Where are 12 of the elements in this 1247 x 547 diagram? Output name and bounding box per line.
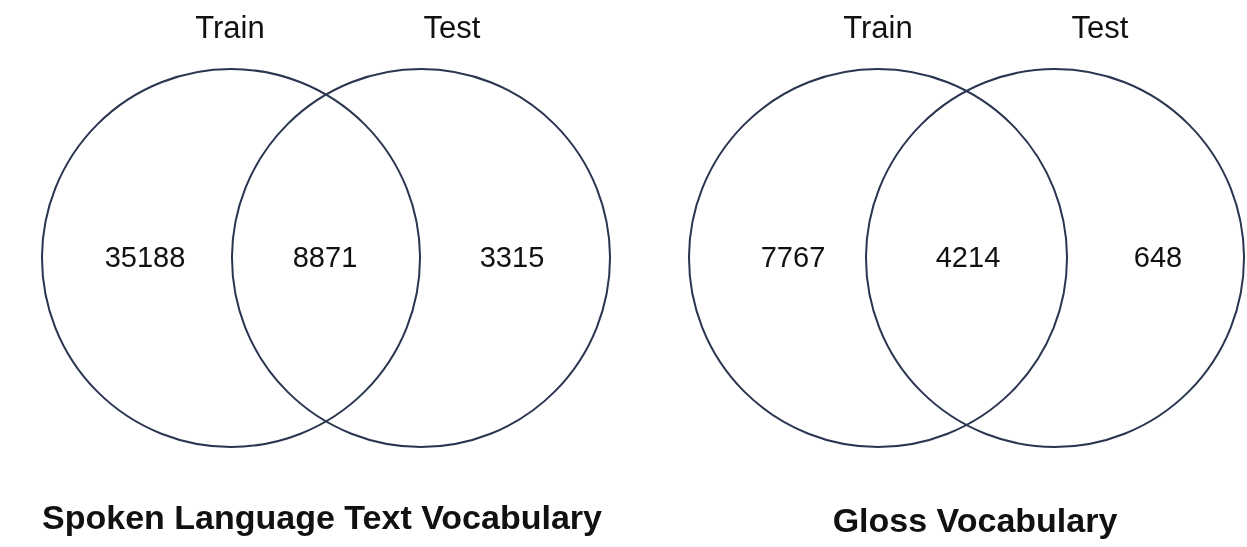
set-heading: Train <box>195 8 265 47</box>
venn-caption: Spoken Language Text Vocabulary <box>42 496 602 538</box>
venn-caption: Gloss Vocabulary <box>832 499 1118 541</box>
set-heading: Train <box>843 8 913 47</box>
count-value: 7767 <box>760 240 826 276</box>
overlap-count: 4214 <box>935 240 1001 276</box>
overlap-count: 8871 <box>292 240 358 276</box>
set-heading: Test <box>1071 8 1129 47</box>
count-value: 3315 <box>479 240 545 276</box>
count-value: 35188 <box>104 240 186 276</box>
set-heading: Test <box>423 8 481 47</box>
count-value: 648 <box>1133 240 1183 276</box>
